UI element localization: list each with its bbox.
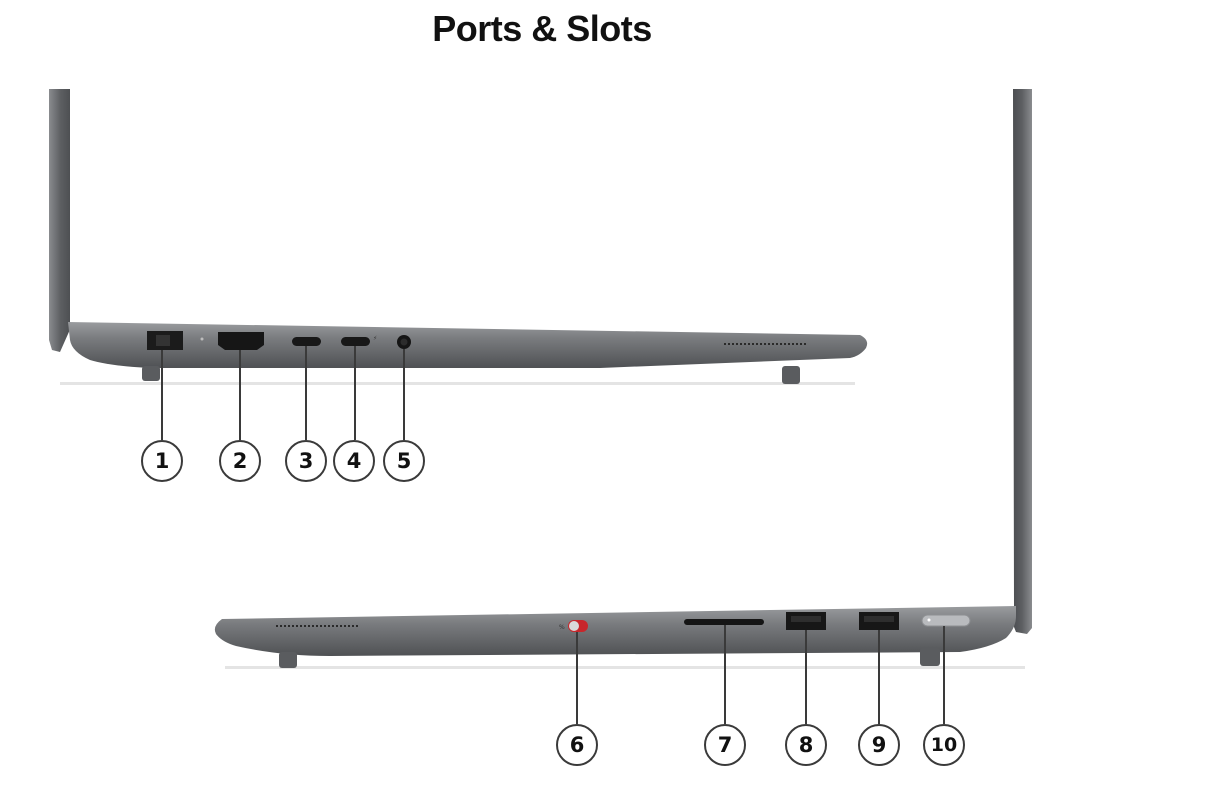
callout-10: 10 [923,724,965,766]
right-foot-rear [920,648,940,666]
port-10-power-button [921,614,971,627]
left-shadow [60,382,855,385]
page-title: Ports & Slots [432,8,652,49]
right-lid [1012,89,1032,634]
left-foot-front [142,366,160,381]
callout-8: 8 [785,724,827,766]
left-side-view: ⚡ [49,89,868,440]
port-2-hdmi [218,332,264,350]
callout-7: 7 [704,724,746,766]
callout-1: 1 [141,440,183,482]
callout-3: 3 [285,440,327,482]
svg-text:%: % [559,624,565,631]
port-3-usb-c [292,337,321,346]
right-side-view: % [214,89,1032,724]
callout-5: 5 [383,440,425,482]
callout-6: 6 [556,724,598,766]
callout-2: 2 [219,440,261,482]
right-foot-front [279,652,297,668]
charging-led [200,337,204,341]
left-lid [49,89,72,352]
callout-4: 4 [333,440,375,482]
port-7-card-reader [684,619,764,625]
port-4-usb-c-thunderbolt [341,337,370,346]
left-base [68,322,868,368]
callout-9: 9 [858,724,900,766]
svg-text:⚡: ⚡ [373,335,377,342]
left-foot-rear [782,366,800,384]
right-shadow [225,666,1025,669]
